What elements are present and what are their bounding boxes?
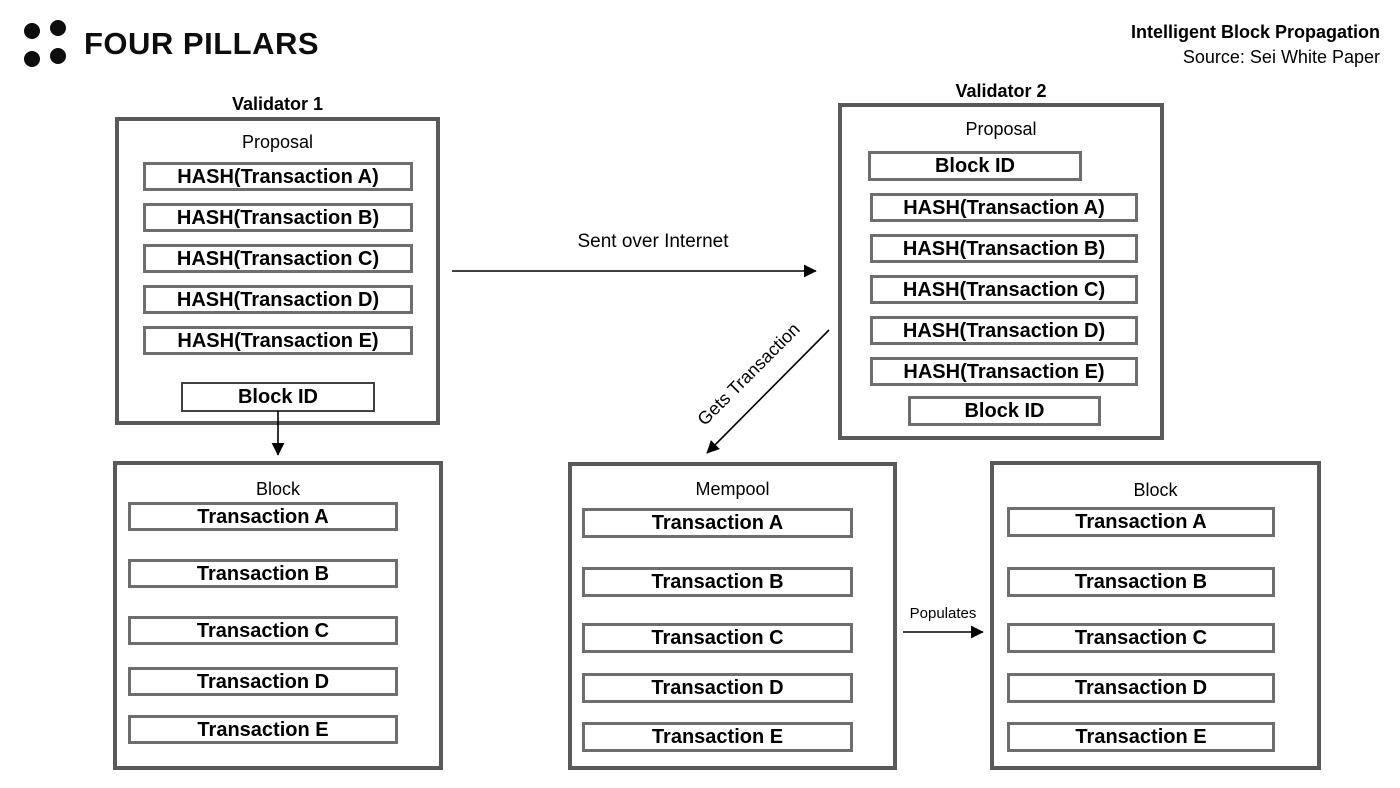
transaction-item: Transaction B xyxy=(1007,567,1275,597)
hash-item: HASH(Transaction D) xyxy=(870,316,1138,345)
brand-name: FOUR PILLARS xyxy=(84,26,320,61)
gets-transaction-label: Gets Transaction xyxy=(693,318,804,430)
hash-item: HASH(Transaction E) xyxy=(143,326,413,355)
transaction-item: Transaction A xyxy=(128,502,398,531)
hash-item: HASH(Transaction C) xyxy=(870,275,1138,304)
populates-label: Populates xyxy=(909,605,977,622)
hash-item: HASH(Transaction E) xyxy=(870,357,1138,386)
block-left-title: Block xyxy=(255,479,300,499)
hash-item: HASH(Transaction A) xyxy=(870,193,1138,222)
block-id-item: Block ID xyxy=(868,151,1082,181)
transaction-item: Transaction A xyxy=(1007,507,1275,537)
transaction-item: Transaction A xyxy=(582,508,853,538)
validator2-proposal-label: Proposal xyxy=(965,119,1037,139)
validator1-box: Proposal HASH(Transaction A) HASH(Transa… xyxy=(115,117,440,425)
transaction-item: Transaction D xyxy=(1007,673,1275,703)
hash-item: HASH(Transaction D) xyxy=(143,285,413,314)
validator1-title: Validator 1 xyxy=(231,94,324,114)
mempool-title: Mempool xyxy=(695,479,770,499)
transaction-item: Transaction D xyxy=(128,667,398,696)
transaction-item: Transaction E xyxy=(128,715,398,744)
transaction-item: Transaction D xyxy=(582,673,853,703)
hash-item: HASH(Transaction B) xyxy=(143,203,413,232)
transaction-item: Transaction B xyxy=(582,567,853,597)
logo-dot-icon xyxy=(50,48,66,64)
transaction-item: Transaction E xyxy=(582,722,853,752)
transaction-item: Transaction C xyxy=(128,616,398,645)
transaction-item: Transaction C xyxy=(582,623,853,653)
block-id-item: Block ID xyxy=(908,396,1101,426)
sent-over-internet-label: Sent over Internet xyxy=(577,231,729,252)
block-right-title: Block xyxy=(1133,480,1178,500)
logo-dot-icon xyxy=(24,23,40,39)
validator2-box: Proposal Block ID HASH(Transaction A) HA… xyxy=(838,103,1164,440)
block-right-box: Block Transaction A Transaction B Transa… xyxy=(990,461,1321,770)
block-id-item: Block ID xyxy=(181,382,375,412)
transaction-item: Transaction E xyxy=(1007,722,1275,752)
validator2-title: Validator 2 xyxy=(955,81,1047,101)
hash-item: HASH(Transaction C) xyxy=(143,244,413,273)
mempool-box: Mempool Transaction A Transaction B Tran… xyxy=(568,462,897,770)
source-caption: Source: Sei White Paper xyxy=(1182,47,1380,67)
transaction-item: Transaction C xyxy=(1007,623,1275,653)
hash-item: HASH(Transaction A) xyxy=(143,162,413,191)
page-title: Intelligent Block Propagation xyxy=(1130,22,1380,42)
block-left-box: Block Transaction A Transaction B Transa… xyxy=(113,461,443,770)
transaction-item: Transaction B xyxy=(128,559,398,588)
hash-item: HASH(Transaction B) xyxy=(870,234,1138,263)
validator1-proposal-label: Proposal xyxy=(241,132,314,152)
header-right: Intelligent Block Propagation Source: Se… xyxy=(1131,20,1380,70)
logo-dot-icon xyxy=(50,20,66,36)
logo-dot-icon xyxy=(24,51,40,67)
